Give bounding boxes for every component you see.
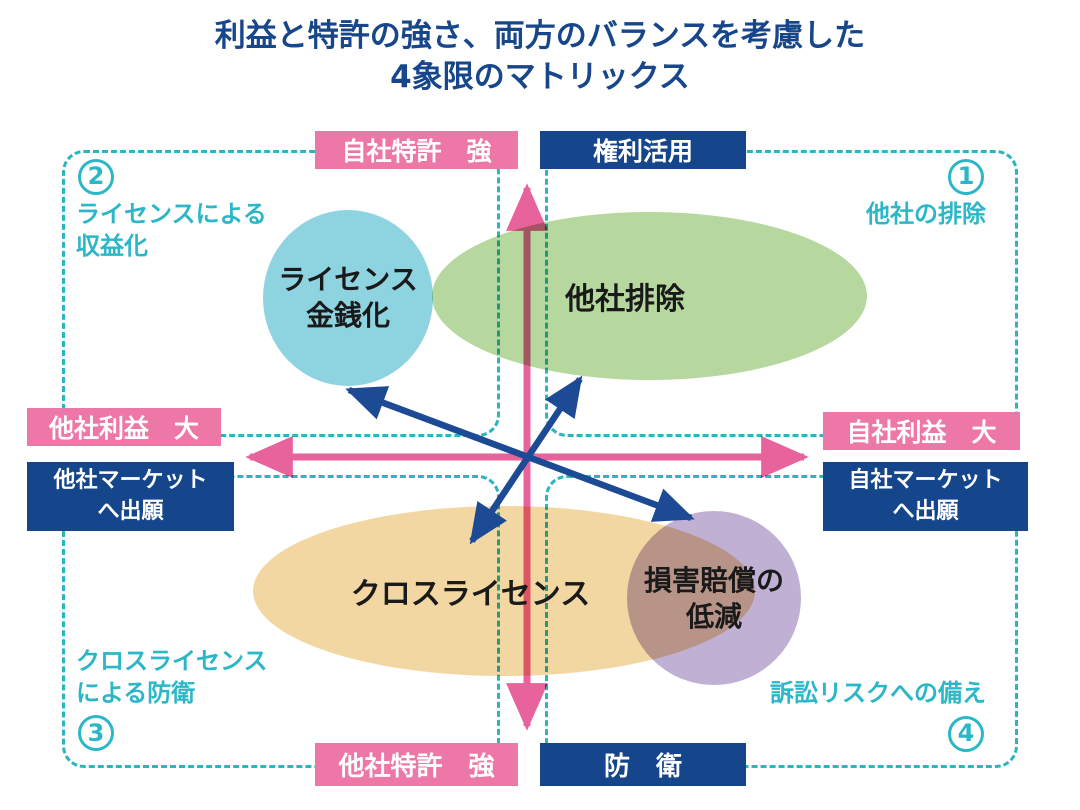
label-damage-reduction: 損害賠償の 低減 xyxy=(617,563,811,635)
quadrant-1-label: 他社の排除 xyxy=(866,200,986,228)
diagonal-arrow-cross-to-exclusion xyxy=(469,375,583,545)
axis-tag-rights-utilization: 権利活用 xyxy=(540,131,746,169)
quadrant-1-annotation: 1 他社の排除 xyxy=(866,157,986,231)
axis-tag-own-patent-strong: 自社特許 強 xyxy=(315,131,518,169)
label-exclusion-text: 他社排除 xyxy=(565,282,685,317)
diagonal-arrow-license-to-damages xyxy=(345,386,695,522)
axis-tag-others-profit-large: 他社利益 大 xyxy=(27,408,221,446)
bubble-license-monetization xyxy=(263,210,433,386)
label-cross-license: クロスライセンス xyxy=(253,576,653,614)
quadrant-4-annotation: 訴訟リスクへの備え 4 xyxy=(770,678,986,756)
circled-number-3: 3 xyxy=(78,715,114,752)
axis-tag-text: 防 衛 xyxy=(603,752,682,782)
axis-tag-text: 他社特許 強 xyxy=(338,752,495,782)
quadrant-2-label-line-2: 収益化 xyxy=(76,231,148,260)
label-damages-line-1: 損害賠償の xyxy=(643,564,784,597)
quadrant-2-label-line-1: ライセンスによる xyxy=(76,200,267,228)
axis-tag-text: 他社利益 大 xyxy=(48,414,199,443)
circled-number-2: 2 xyxy=(78,159,114,195)
title-line-2: 4象限のマトリックス xyxy=(390,59,690,95)
label-license-line-1: ライセンス xyxy=(278,263,418,296)
label-damages-line-2: 低減 xyxy=(685,599,742,633)
quadrant-3-annotation: クロスライセンス による防衛 3 xyxy=(76,646,268,755)
page-title: 利益と特許の強さ、両方のバランスを考慮した 4象限のマトリックス xyxy=(0,16,1080,98)
label-cross-text: クロスライセンス xyxy=(350,577,591,612)
axis-tag-text: 自社利益 大 xyxy=(846,418,997,447)
axis-tag-defense: 防 衛 xyxy=(540,743,746,786)
circled-number-4: 4 xyxy=(948,715,984,752)
label-license-monetization: ライセンス 金銭化 xyxy=(263,262,433,334)
axis-tag-text: 自社特許 強 xyxy=(341,137,492,166)
quadrant-3-label-line-1: クロスライセンス xyxy=(76,647,268,675)
axis-tag-file-in-own-market: 自社マーケット へ出願 xyxy=(823,462,1028,531)
label-license-line-2: 金銭化 xyxy=(305,298,390,332)
axis-tag-own-profit-large: 自社利益 大 xyxy=(823,412,1020,450)
quadrant-2-annotation: 2 ライセンスによる 収益化 xyxy=(76,157,267,262)
axis-tag-text-line-2: へ出願 xyxy=(892,498,959,524)
axis-tag-text-line-1: 自社マーケット xyxy=(848,467,1003,493)
label-exclude-competitors: 他社排除 xyxy=(500,281,760,319)
quadrant-4-label: 訴訟リスクへの備え xyxy=(770,679,986,707)
axis-tag-text-line-1: 他社マーケット xyxy=(53,467,208,493)
bubble-damage-reduction xyxy=(627,511,801,685)
axis-tag-text-line-2: へ出願 xyxy=(97,498,164,524)
axis-tag-others-patent-strong: 他社特許 強 xyxy=(315,743,518,786)
circled-number-1: 1 xyxy=(948,159,984,195)
bubble-exclude-competitors xyxy=(432,212,867,380)
quadrant-3-label-line-2: による防衛 xyxy=(76,678,196,707)
title-line-1: 利益と特許の強さ、両方のバランスを考慮した xyxy=(214,18,866,54)
axis-tag-text: 権利活用 xyxy=(592,137,693,166)
axis-tag-file-in-others-market: 他社マーケット へ出願 xyxy=(27,462,234,531)
